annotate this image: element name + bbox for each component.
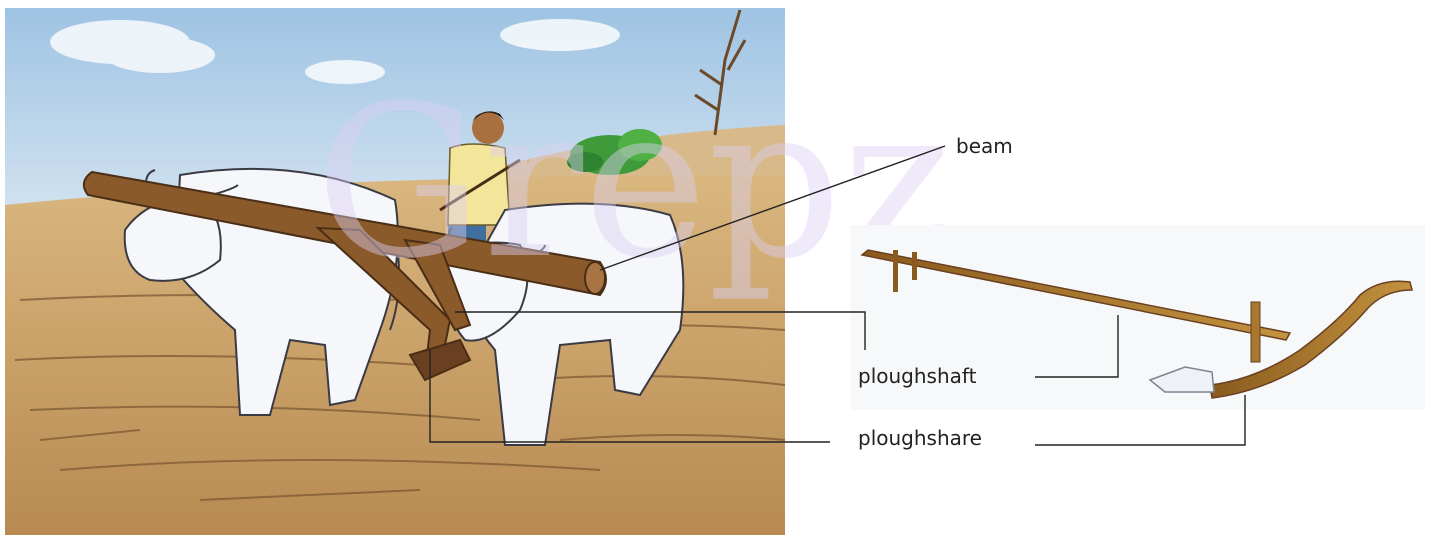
peg-2 xyxy=(912,252,917,280)
peg-1 xyxy=(893,250,898,292)
beam-label: beam xyxy=(956,136,1013,156)
plough-handle xyxy=(1251,302,1260,362)
ploughshaft-label: ploughshaft xyxy=(858,366,976,386)
ploughshare-label: ploughshare xyxy=(858,428,982,448)
